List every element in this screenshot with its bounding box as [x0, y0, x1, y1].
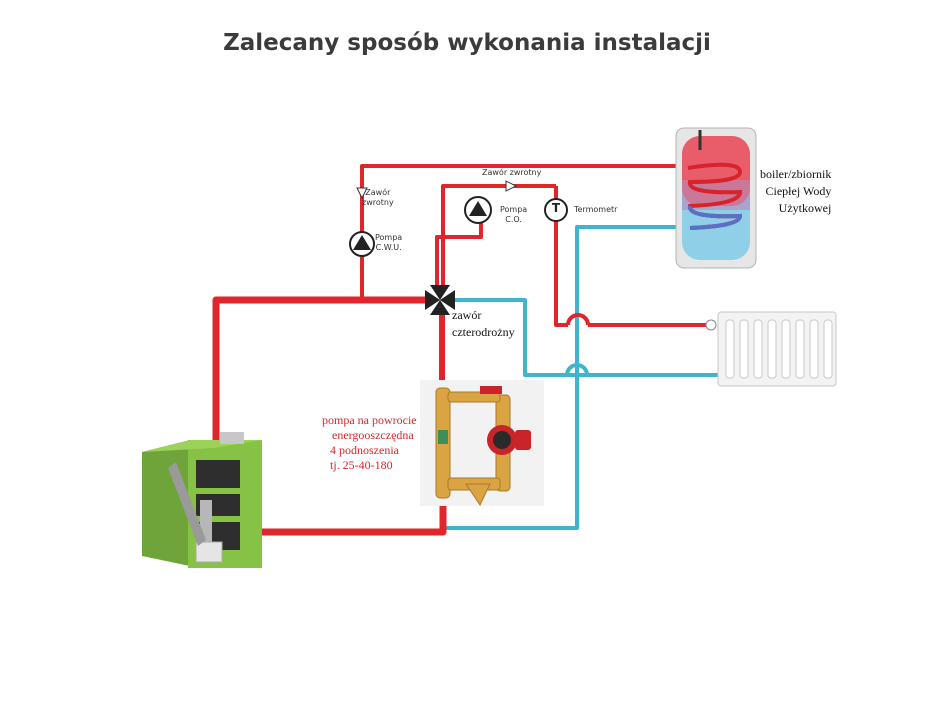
pipe-crossover-cold	[565, 363, 589, 376]
pump-co-label: Pompa C.O.	[500, 205, 527, 225]
check-valve-cwu-label-line-1: Zawór	[365, 188, 391, 197]
return-pump-label-line-3: 4 podnoszenia	[330, 443, 399, 457]
pump-cwu-label: Pompa C.W.U.	[375, 233, 402, 253]
pump-cwu-label-line-2: C.W.U.	[375, 243, 402, 252]
boiler-label-line-3: Użytkowej	[778, 201, 832, 215]
boiler-label-line-2: Ciepłej Wody	[765, 184, 832, 198]
solid-fuel-boiler-icon	[142, 432, 262, 568]
pump-icon	[349, 231, 375, 257]
page-title: Zalecany sposób wykonania instalacji	[223, 30, 711, 56]
four-way-valve-label-line-2: czterodrożny	[452, 325, 515, 339]
hot-water-tank-icon	[675, 127, 757, 269]
thermometer-glyph: T	[551, 201, 561, 215]
boiler-label: boiler/zbiornik Ciepłej Wody Użytkowej	[760, 166, 831, 217]
return-pump-label-line-1: pompa na powrocie	[322, 413, 417, 427]
pump-co-label-line-1: Pompa	[500, 205, 528, 214]
pump-group-icon	[420, 380, 544, 507]
pipe-crossover	[566, 313, 590, 326]
return-pump-label-line-4: tj. 25-40-180	[330, 458, 393, 472]
thermometer-label: Termometr	[574, 205, 618, 214]
pump-co-label-line-2: C.O.	[505, 215, 522, 224]
radiator-icon	[705, 311, 837, 387]
four-way-valve-icon	[425, 285, 455, 315]
return-pump-label-line-2: energooszczędna	[332, 428, 414, 442]
return-pump-label: pompa na powrocie energooszczędna 4 podn…	[322, 413, 417, 473]
check-valve-co-label: Zawór zwrotny	[482, 168, 542, 177]
check-valve-icon	[356, 187, 368, 200]
four-way-valve-label-line-1: zawór	[452, 308, 482, 322]
check-valve-cwu-label-line-2: zwrotny	[362, 198, 394, 207]
pump-cwu-label-line-1: Pompa	[375, 233, 403, 242]
check-valve-cwu-label: Zawór zwrotny	[362, 188, 394, 208]
boiler-label-line-1: boiler/zbiornik	[760, 167, 832, 181]
cold-pipes	[443, 225, 718, 530]
four-way-valve-label: zawór czterodrożny	[452, 307, 515, 341]
thermometer-icon	[544, 198, 568, 222]
check-valve-icon	[505, 180, 518, 192]
pump-icon	[464, 196, 492, 224]
